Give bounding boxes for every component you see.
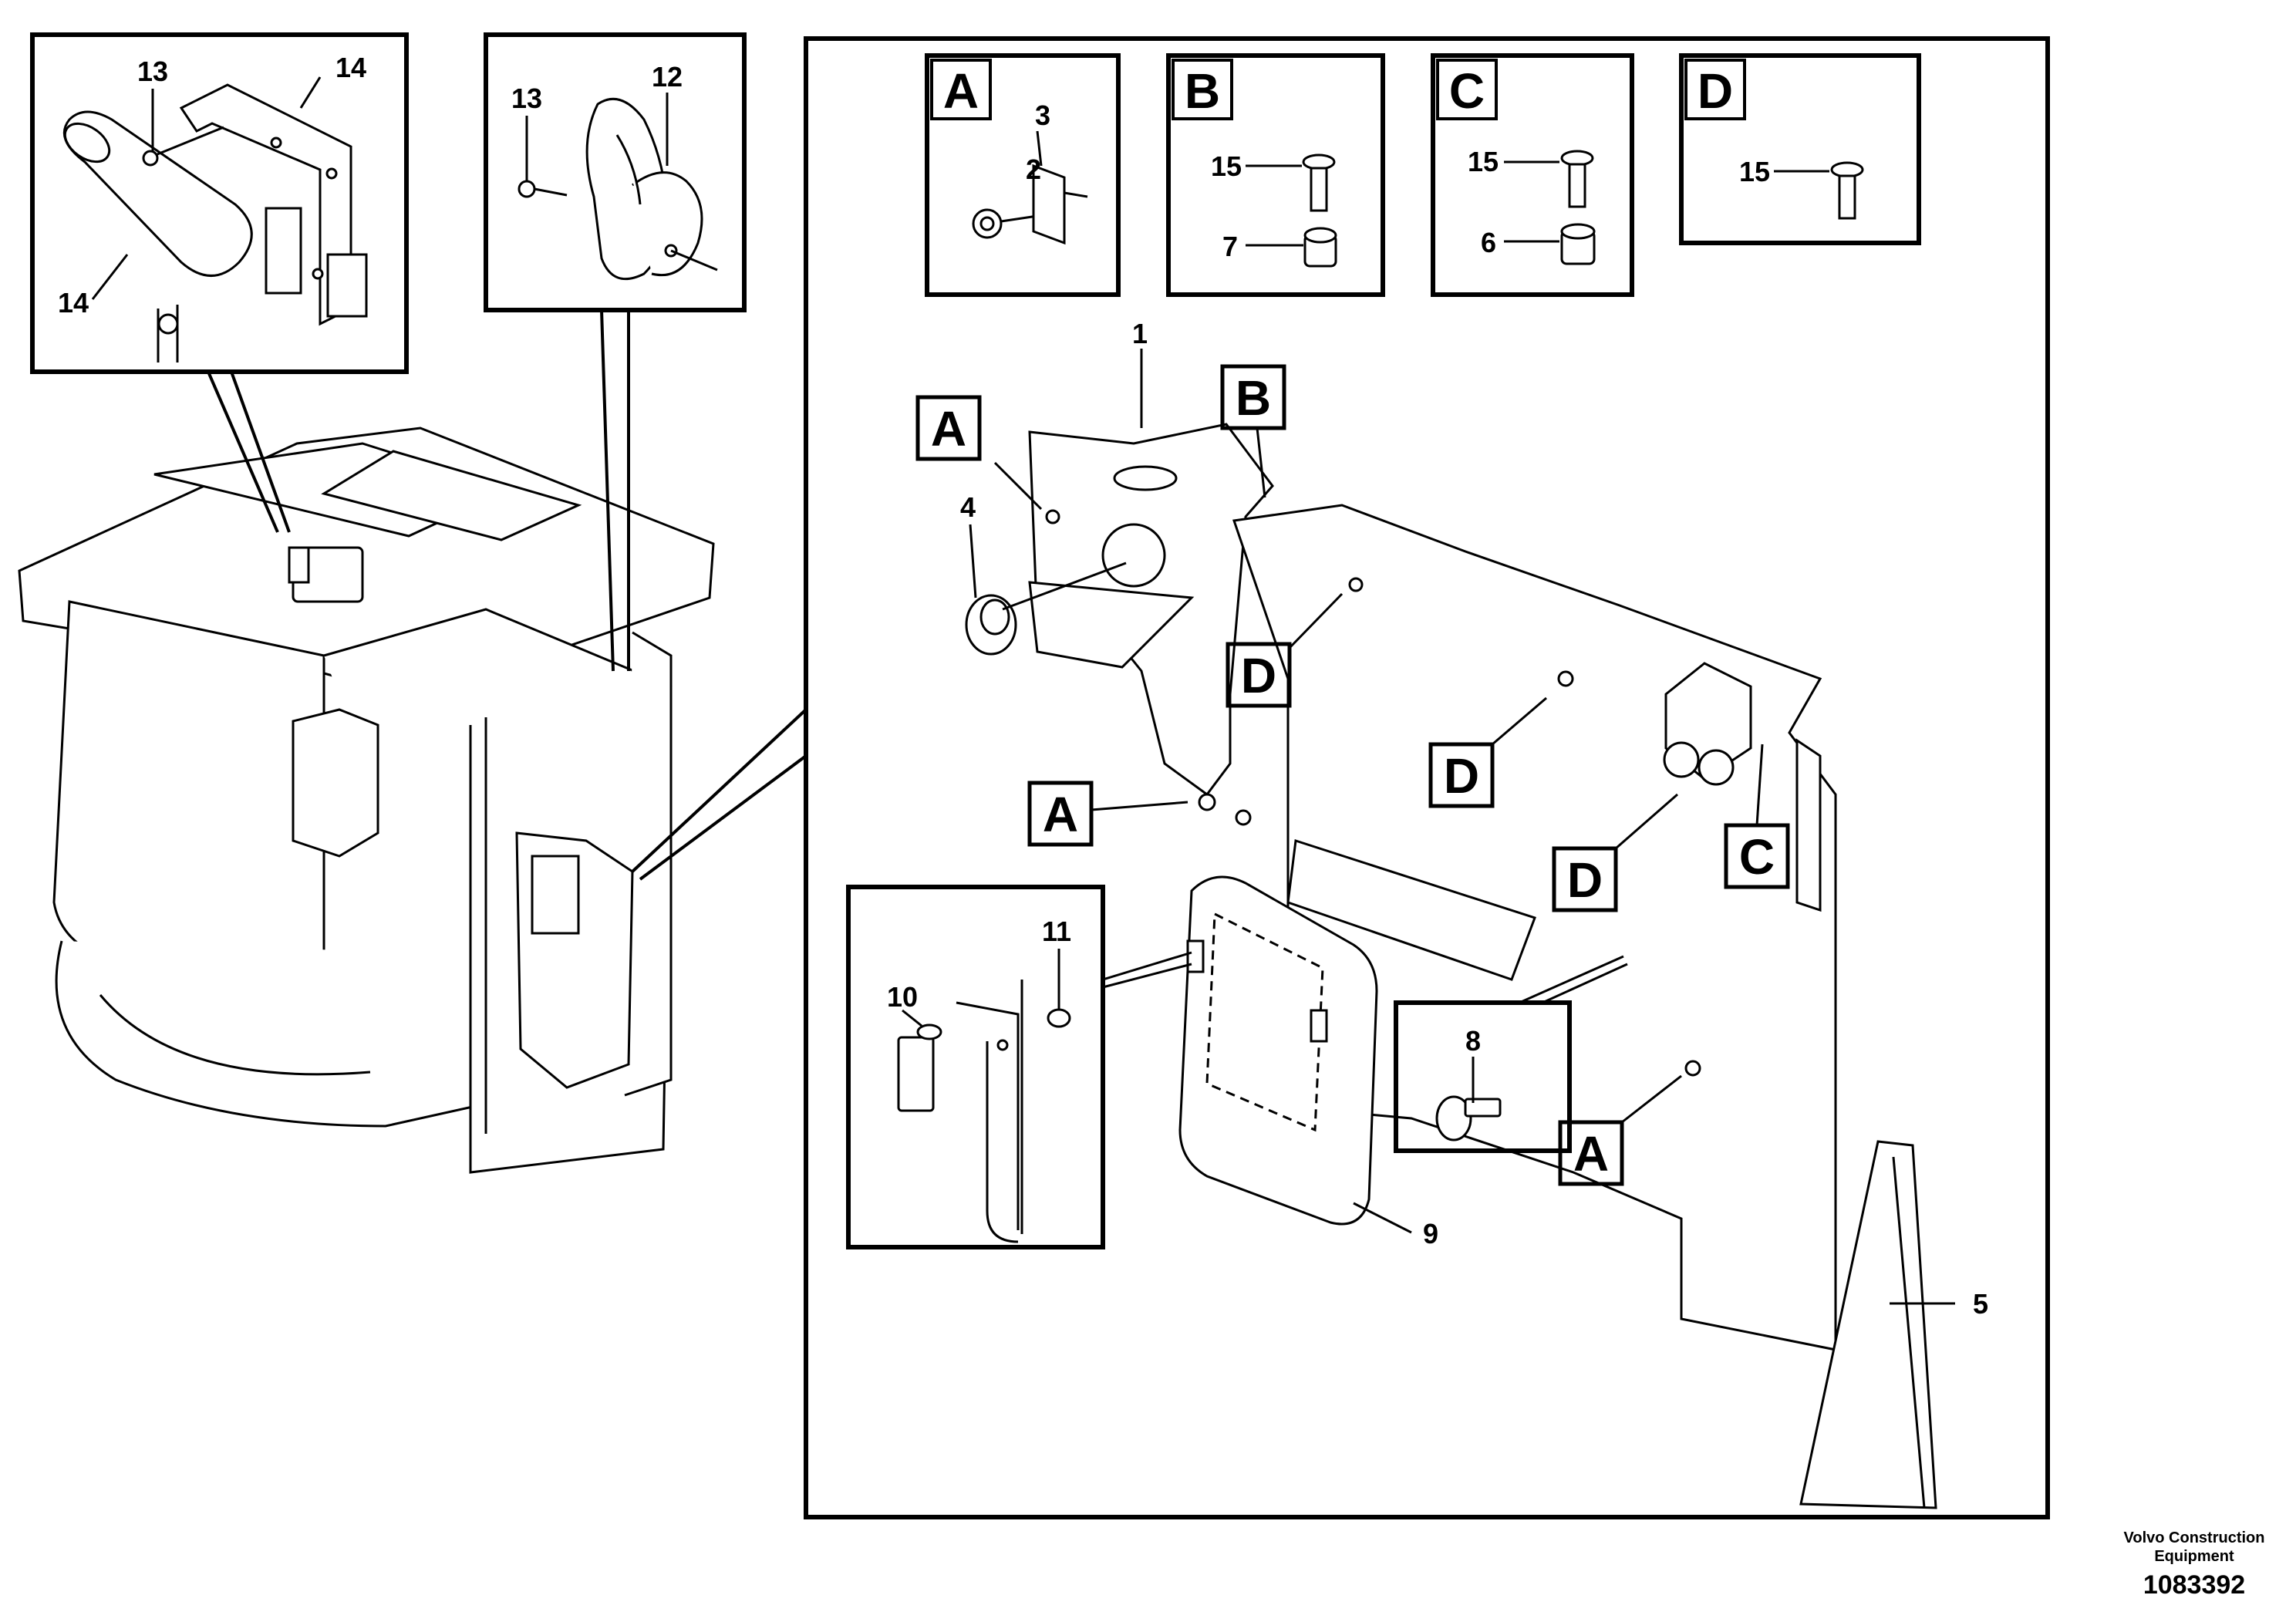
detail-box-d: D 15 bbox=[1679, 53, 1921, 245]
inset-pin: 8 bbox=[1394, 955, 1628, 1153]
detail-box-b: B 15 7 bbox=[1166, 53, 1385, 297]
callout-d-letter: D bbox=[1567, 852, 1603, 908]
label-3: 3 bbox=[1035, 99, 1050, 131]
callout-d-letter: D bbox=[1444, 748, 1479, 804]
inset-latch: 10 11 bbox=[846, 885, 1192, 1249]
inset-handle: 13 14 14 bbox=[30, 32, 409, 374]
callout-d-1: D bbox=[1226, 592, 1344, 708]
letter-b: B bbox=[1185, 63, 1220, 119]
callout-c-letter: C bbox=[1739, 829, 1775, 885]
footer-company-line2: Equipment bbox=[2154, 1548, 2234, 1565]
label-14: 14 bbox=[58, 287, 89, 319]
label-4: 4 bbox=[960, 491, 976, 523]
inset-handle-frame bbox=[30, 32, 409, 374]
label-5: 5 bbox=[1973, 1288, 1988, 1320]
panel-1-part bbox=[1028, 423, 1274, 811]
label-2: 2 bbox=[1026, 153, 1041, 185]
callout-a-letter: A bbox=[1043, 787, 1078, 842]
cab-overview bbox=[18, 427, 715, 1174]
letter-a: A bbox=[943, 63, 979, 119]
label-7: 7 bbox=[1222, 231, 1238, 262]
grab-handle-part bbox=[62, 110, 253, 363]
callout-d-2: D bbox=[1428, 696, 1547, 808]
letter-c: C bbox=[1449, 63, 1485, 119]
callout-a-3: A bbox=[1558, 1074, 1682, 1186]
callout-c: C bbox=[1724, 744, 1790, 889]
callout-b-letter: B bbox=[1236, 370, 1271, 426]
drawing-number: 1083392 bbox=[2143, 1570, 2245, 1600]
callout-a-2: A bbox=[1027, 781, 1188, 847]
pin-8-part bbox=[1435, 1095, 1502, 1141]
label-15: 15 bbox=[1211, 150, 1242, 182]
footer-company-line1: Volvo Construction bbox=[2124, 1529, 2265, 1546]
inset-hook-frame bbox=[484, 32, 747, 312]
callout-a-letter: A bbox=[931, 401, 966, 457]
callout-b: B bbox=[1220, 364, 1286, 498]
label-1: 1 bbox=[1132, 318, 1148, 349]
letter-d: D bbox=[1698, 63, 1733, 119]
cover-9-part bbox=[1178, 875, 1378, 1226]
label-13: 13 bbox=[137, 56, 168, 87]
label-8: 8 bbox=[1465, 1025, 1481, 1057]
coat-hook-part bbox=[585, 97, 703, 281]
label-9: 9 bbox=[1423, 1218, 1438, 1249]
detail-box-a: A 3 2 bbox=[925, 53, 1121, 297]
callout-letters: A B D D D C A bbox=[915, 364, 1790, 1186]
latch-part bbox=[897, 980, 1071, 1243]
detail-box-c: C 15 6 bbox=[1431, 53, 1634, 297]
inset-hook: 13 12 bbox=[484, 32, 747, 312]
callout-d-3: D bbox=[1552, 793, 1678, 912]
main-part-labels: 1 4 5 9 bbox=[960, 318, 1988, 1320]
label-14: 14 bbox=[335, 52, 366, 83]
trim-5-part bbox=[1799, 1140, 1937, 1509]
label-11: 11 bbox=[1042, 916, 1071, 947]
label-6: 6 bbox=[1481, 227, 1496, 258]
callout-a-letter: A bbox=[1573, 1126, 1609, 1182]
knob-4-part bbox=[965, 594, 1017, 656]
main-detail-frame bbox=[804, 36, 2050, 1519]
label-10: 10 bbox=[887, 981, 918, 1013]
screw-13-part bbox=[518, 180, 568, 198]
callout-d-letter: D bbox=[1241, 648, 1276, 703]
callout-a-1: A bbox=[915, 395, 1043, 511]
callout-lines bbox=[207, 309, 807, 881]
label-15: 15 bbox=[1468, 146, 1499, 177]
screw-13-part bbox=[142, 126, 224, 167]
label-15: 15 bbox=[1739, 156, 1770, 187]
label-12: 12 bbox=[652, 61, 683, 93]
bracket-part bbox=[179, 83, 368, 326]
label-13: 13 bbox=[511, 83, 542, 114]
panel-main-part bbox=[1232, 504, 1837, 1351]
